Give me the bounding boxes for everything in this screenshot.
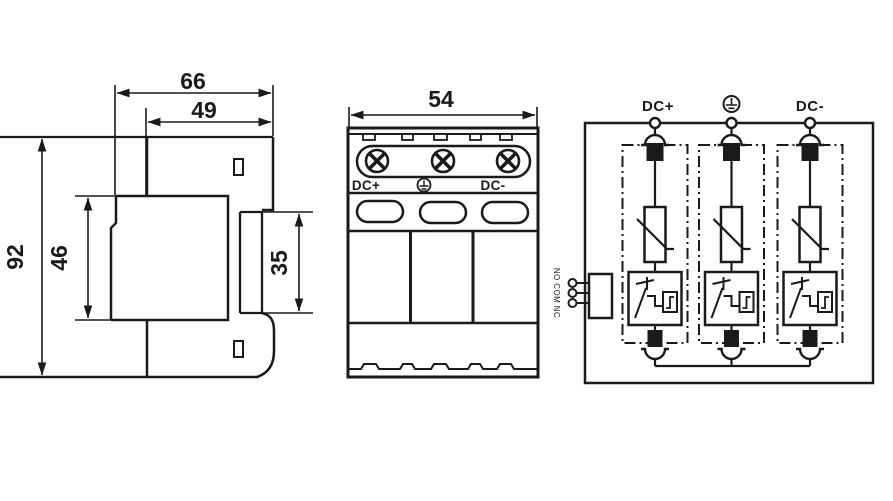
earth-icon xyxy=(416,177,432,193)
contact-node-com xyxy=(567,288,578,298)
status-window xyxy=(418,200,468,225)
dim-depth-body-label: 49 xyxy=(191,97,217,123)
rear-clip-curve xyxy=(256,311,276,379)
din-foot-profile xyxy=(348,363,538,370)
screw-icon xyxy=(495,148,521,174)
dim-depth-body: 49 xyxy=(145,97,272,195)
dim-depth-total-label: 66 xyxy=(180,68,206,94)
front-view-outline xyxy=(346,126,540,379)
dim-rear-height-label: 35 xyxy=(266,250,292,276)
top-vent-tabs xyxy=(362,133,513,141)
side-view-body-outline xyxy=(145,137,276,379)
side-view: 66 49 92 46 35 xyxy=(0,68,313,379)
contacts-label: NO COM NC xyxy=(552,268,561,318)
status-windows xyxy=(355,199,530,225)
side-view-module-outline xyxy=(109,194,230,322)
spd-module-positive xyxy=(627,126,683,368)
dim-rear-height: 35 xyxy=(241,211,313,314)
din-rail-slot xyxy=(238,210,264,315)
dim-width-label: 54 xyxy=(428,86,454,112)
contact-node-no xyxy=(567,278,578,288)
dim-module-height: 46 xyxy=(46,195,116,321)
status-window xyxy=(355,199,405,224)
spd-module-earth xyxy=(703,126,760,368)
terminal-node-earth xyxy=(725,116,738,130)
terminal-node-positive xyxy=(648,116,662,130)
status-window xyxy=(480,200,530,225)
dim-depth-total: 66 xyxy=(114,68,274,195)
contact-node-nc xyxy=(567,298,578,308)
dim-width: 54 xyxy=(348,86,538,127)
front-terminal-negative-label: DC- xyxy=(481,178,506,193)
schematic-terminal-negative-label: DC- xyxy=(796,98,824,115)
dim-module-height-label: 46 xyxy=(46,245,72,271)
circuit-schematic: DC+ DC- NO COM NC xyxy=(552,95,875,385)
module-dividers xyxy=(409,231,475,323)
spd-module-negative xyxy=(782,126,838,368)
terminal-cover-plate xyxy=(355,144,532,179)
dim-height-total: 92 xyxy=(2,138,47,376)
lower-slot-hole xyxy=(233,340,244,358)
front-view: DC+ DC- 54 xyxy=(346,86,540,379)
remote-contact-block: NO COM NC xyxy=(552,268,614,320)
screw-icon xyxy=(364,148,390,174)
front-terminal-positive-label: DC+ xyxy=(352,178,380,193)
upper-slot-hole xyxy=(233,158,244,176)
terminal-node-negative xyxy=(803,116,817,130)
dim-height-total-label: 92 xyxy=(2,244,28,270)
screw-icon xyxy=(430,148,456,174)
earth-icon xyxy=(722,95,741,113)
schematic-terminal-positive-label: DC+ xyxy=(642,98,674,115)
